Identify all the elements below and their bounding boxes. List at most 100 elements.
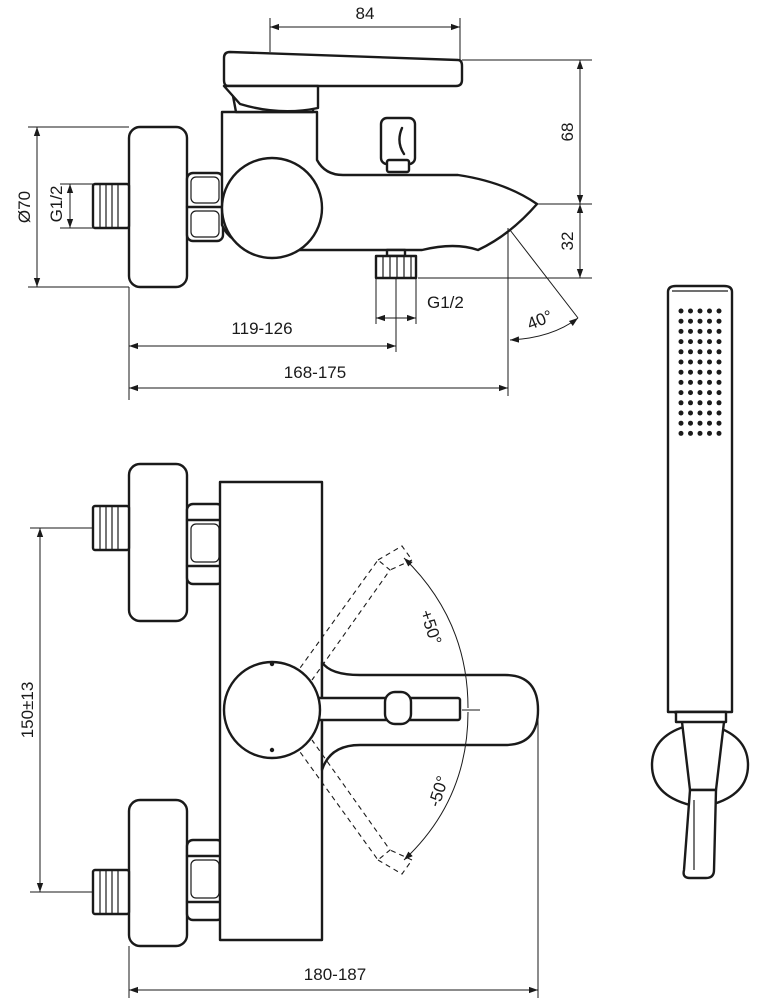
- control-cartridge: [220, 156, 324, 260]
- nozzle-dot: [697, 318, 703, 324]
- nozzle-dot: [688, 328, 693, 334]
- front-view: +50° -50° 150±13 180-187: [18, 462, 540, 998]
- nozzle-dot: [716, 308, 722, 314]
- nozzle-dot: [716, 349, 722, 355]
- dim-angle-plus-50-label: +50°: [416, 607, 445, 647]
- nozzle-dot: [697, 430, 703, 436]
- nozzle-grid: [678, 308, 722, 436]
- nozzle-dot: [697, 390, 703, 396]
- nozzle-dot: [707, 328, 712, 334]
- nozzle-dot: [678, 390, 684, 396]
- nozzle-dot: [707, 369, 712, 375]
- nozzle-dot: [688, 430, 693, 436]
- holder-arm: [682, 788, 718, 880]
- nozzle-dot: [716, 410, 722, 416]
- nozzle-dot: [678, 400, 684, 406]
- nozzle-dot: [678, 379, 684, 385]
- dim-168-175-label: 168-175: [284, 363, 346, 382]
- nozzle-dot: [688, 369, 693, 375]
- nozzle-dot: [707, 430, 712, 436]
- nozzle-dot: [678, 430, 684, 436]
- front-lever: [298, 696, 462, 722]
- nozzle-dot: [688, 349, 693, 355]
- nozzle-dot: [678, 308, 684, 314]
- nozzle-dot: [716, 379, 722, 385]
- dim-180-187: 180-187: [128, 712, 539, 998]
- nozzle-dot: [697, 339, 703, 345]
- nozzle-dot: [678, 318, 684, 324]
- nozzle-dot: [697, 410, 703, 416]
- dim-150: 150±13: [18, 527, 93, 893]
- nozzle-dot: [716, 328, 722, 334]
- upper-connection: [91, 462, 225, 623]
- nozzle-dot: [688, 379, 693, 385]
- nozzle-dot: [707, 308, 712, 314]
- dim-angle-minus-50-label: -50°: [425, 774, 453, 810]
- side-view: 84 68 32 Ø70 G1/2: [15, 4, 592, 400]
- hand-shower-head: [666, 284, 734, 714]
- nozzle-dot: [697, 420, 703, 426]
- dim-diameter-70: Ø70: [15, 126, 129, 288]
- diverter-front: [383, 690, 413, 726]
- nozzle-dot: [716, 390, 722, 396]
- nozzle-dot: [716, 339, 722, 345]
- dim-168-175: 168-175: [129, 228, 509, 396]
- nozzle-dot: [707, 359, 712, 365]
- dim-84: 84: [269, 4, 461, 60]
- nozzle-dot: [688, 390, 693, 396]
- nozzle-dot: [697, 359, 703, 365]
- nozzle-dot: [697, 379, 703, 385]
- nozzle-dot: [716, 420, 722, 426]
- wall-rosette: [127, 125, 189, 289]
- nozzle-dot: [678, 328, 684, 334]
- nozzle-dot: [716, 430, 722, 436]
- lever-handle: [222, 50, 464, 114]
- dim-84-label: 84: [356, 4, 375, 23]
- nozzle-dot: [688, 400, 693, 406]
- nozzle-dot: [678, 359, 684, 365]
- nozzle-dot: [697, 328, 703, 334]
- nozzle-dot: [678, 420, 684, 426]
- dim-thread-left-label: G1/2: [47, 186, 66, 223]
- nozzle-dot: [707, 318, 712, 324]
- nozzle-dot: [688, 318, 693, 324]
- hex-nut: [185, 171, 225, 243]
- dim-diameter-70-label: Ø70: [15, 191, 34, 223]
- dim-119-126-label: 119-126: [231, 319, 292, 338]
- nozzle-dot: [688, 420, 693, 426]
- nozzle-dot: [688, 339, 693, 345]
- hand-shower: [650, 284, 750, 880]
- front-cartridge: [222, 660, 322, 760]
- nozzle-dot: [678, 410, 684, 416]
- dim-thread-bottom: G1/2: [375, 278, 464, 324]
- dim-angle-40-label: 40°: [524, 306, 555, 333]
- nozzle-dot: [688, 410, 693, 416]
- nozzle-dot: [707, 390, 712, 396]
- nozzle-dot: [678, 339, 684, 345]
- nozzle-dot: [688, 308, 693, 314]
- nozzle-dot: [688, 359, 693, 365]
- dim-150-label: 150±13: [18, 682, 37, 739]
- dim-119-126: 119-126: [128, 278, 397, 400]
- connection-nipple: [91, 182, 131, 230]
- nozzle-dot: [678, 369, 684, 375]
- nozzle-dot: [707, 339, 712, 345]
- dim-thread-left: G1/2: [47, 183, 93, 229]
- nozzle-dot: [697, 369, 703, 375]
- dim-32: 32: [418, 204, 592, 279]
- nozzle-dot: [707, 379, 712, 385]
- lower-connection: [91, 798, 225, 948]
- nozzle-dot: [716, 359, 722, 365]
- nozzle-dot: [707, 400, 712, 406]
- nozzle-dot: [707, 420, 712, 426]
- diverter-knob: [379, 116, 417, 174]
- nozzle-dot: [707, 349, 712, 355]
- lever-swing-positions: [294, 545, 413, 875]
- nozzle-dot: [716, 318, 722, 324]
- nozzle-dot: [697, 308, 703, 314]
- dim-32-label: 32: [558, 232, 577, 251]
- dim-180-187-label: 180-187: [304, 965, 366, 984]
- nozzle-dot: [678, 349, 684, 355]
- nozzle-dot: [716, 369, 722, 375]
